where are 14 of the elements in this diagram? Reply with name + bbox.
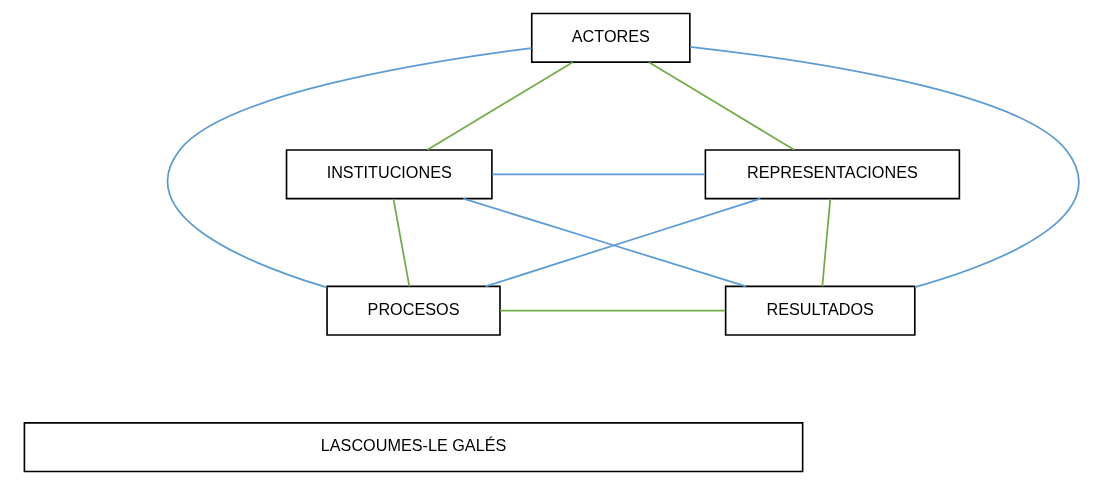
connector bbox=[426, 61, 574, 151]
node-box: LASCOUMES-LE GALÉS bbox=[23, 422, 803, 473]
node-box: RESULTADOS bbox=[724, 285, 916, 336]
node-box: REPRESENTACIONES bbox=[704, 149, 960, 200]
node-box: ACTORES bbox=[530, 12, 691, 63]
connector bbox=[820, 198, 831, 288]
connector bbox=[688, 45, 1080, 288]
connector bbox=[647, 61, 795, 151]
connector bbox=[166, 47, 532, 289]
connector bbox=[392, 198, 410, 288]
node-box: PROCESOS bbox=[325, 285, 501, 336]
node-box: INSTITUCIONES bbox=[285, 149, 493, 200]
connector bbox=[498, 309, 726, 312]
connector bbox=[490, 173, 706, 176]
